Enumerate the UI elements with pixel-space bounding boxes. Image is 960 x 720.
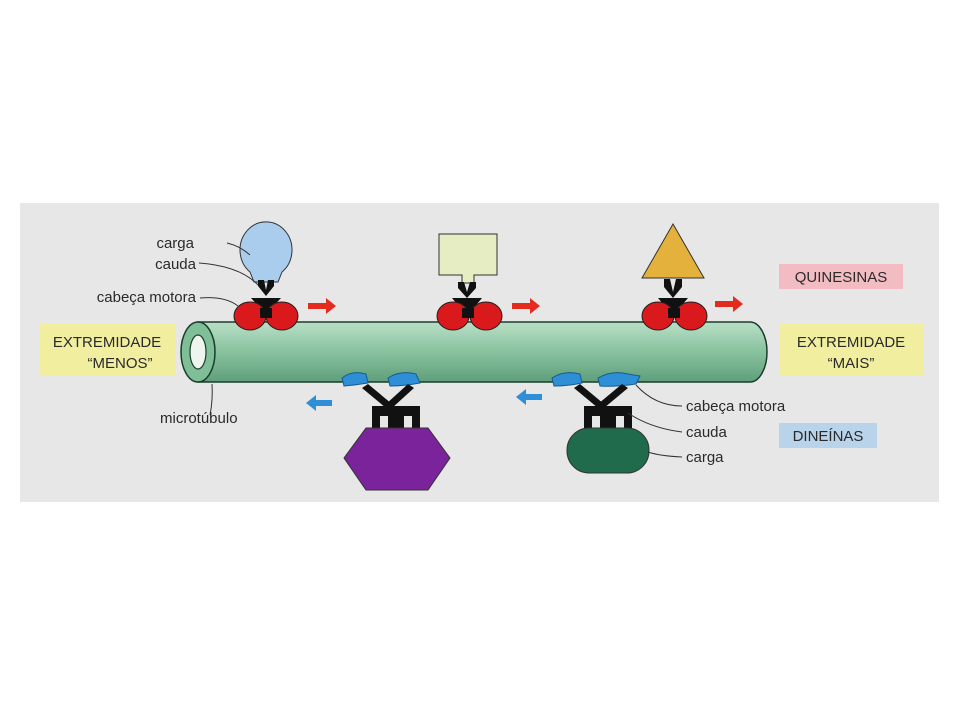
label-plus-line1: EXTREMIDADE [797,334,905,351]
label-minus-line1: EXTREMIDADE [53,334,161,351]
blue-arrow-icon [306,395,332,411]
microtubule [180,321,768,383]
red-arrow-icon [512,298,540,314]
kinesin-sphere [233,221,299,331]
label-cauda-top: cauda [155,256,197,273]
label-cabeca-bottom: cabeça motora [686,398,786,415]
kinesin-triangle [641,222,708,331]
dineinas-box [779,423,877,448]
label-quinesinas: QUINESINAS [795,269,888,286]
dynein-oval [551,372,650,474]
red-arrow-icon [715,296,743,312]
kinesin-direction-arrows [308,296,743,314]
kinesin-square [436,233,503,331]
leader-lines [198,242,683,458]
dynein-hexagon [341,372,451,491]
label-microtubulo: microtúbulo [160,410,238,427]
blue-arrow-icon [516,389,542,405]
red-arrow-icon [308,298,336,314]
label-carga-bottom: carga [686,449,724,466]
dynein-direction-arrows [306,389,542,411]
label-carga-top: carga [156,235,194,252]
minus-end-box [40,324,175,376]
quinesinas-box [779,264,903,289]
label-plus-line2: “MAIS” [828,355,875,372]
plus-end-box [779,324,924,376]
label-minus-line2: “MENOS” [88,355,153,372]
label-cauda-bottom: cauda [686,424,728,441]
label-dineinas: DINEÍNAS [793,428,864,445]
label-cabeca-top: cabeça motora [97,289,197,306]
